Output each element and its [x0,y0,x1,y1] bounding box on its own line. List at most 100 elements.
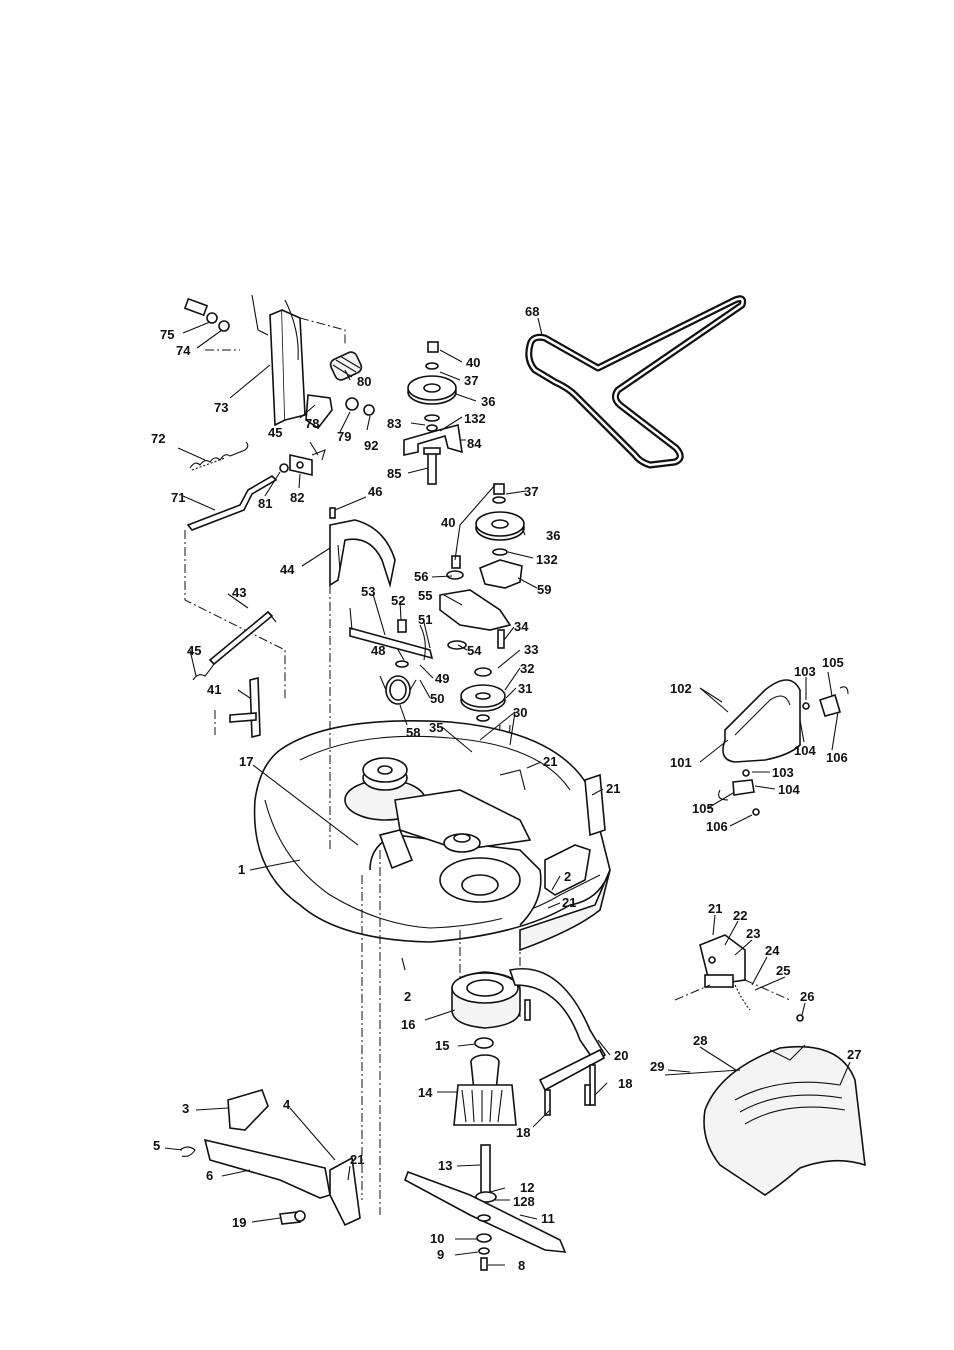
part-label: 104 [778,782,800,797]
part-label: 5 [153,1138,160,1153]
part-label: 32 [520,661,534,676]
part-label: 15 [435,1038,449,1053]
part-label: 12 [520,1180,534,1195]
part-label: 102 [670,681,692,696]
idler-pulley-stack-center [440,484,524,649]
part-label: 83 [387,416,401,431]
part-label: 49 [435,671,449,686]
part-label: 21 [606,781,620,796]
part-label: 37 [464,373,478,388]
part-label: 75 [160,327,174,342]
part-label: 81 [258,496,272,511]
baffle-20 [510,969,605,1115]
part-label: 82 [290,490,304,505]
part-label: 6 [206,1168,213,1183]
part-label: 45 [268,425,282,440]
part-label: 9 [437,1247,444,1262]
part-label: 45 [187,643,201,658]
part-label: 28 [693,1033,707,1048]
part-label: 35 [429,720,443,735]
mower-deck [255,585,610,1215]
part-label: 80 [357,374,371,389]
part-label: 21 [562,895,576,910]
part-label: 41 [207,682,221,697]
part-label: 58 [406,725,420,740]
part-label: 50 [430,691,444,706]
bracket-82 [280,450,325,475]
part-label: 34 [514,619,529,634]
part-label: 37 [524,484,538,499]
part-label: 1 [238,862,245,877]
part-label: 33 [524,642,538,657]
part-label: 84 [467,436,482,451]
part-label: 59 [537,582,551,597]
part-label: 25 [776,963,790,978]
part-label: 71 [171,490,185,505]
part-label: 20 [614,1048,628,1063]
part-label: 2 [404,989,411,1004]
part-label: 101 [670,755,692,770]
part-label: 24 [765,943,780,958]
part-label: 55 [418,588,432,603]
part-label: 128 [513,1194,535,1209]
part-label: 44 [280,562,295,577]
part-label: 51 [418,612,432,627]
part-label: 3 [182,1101,189,1116]
part-label: 14 [418,1085,433,1100]
part-label: 16 [401,1017,415,1032]
part-label: 31 [518,681,532,696]
part-label: 2 [564,869,571,884]
part-label: 92 [364,438,378,453]
belt-cover-44 [330,508,395,585]
part-label: 72 [151,431,165,446]
part-label: 21 [708,901,722,916]
part-label: 21 [350,1152,364,1167]
part-label: 26 [800,989,814,1004]
part-label: 8 [518,1258,525,1273]
part-label: 105 [692,801,714,816]
part-label: 74 [176,343,191,358]
drive-belt [529,299,743,465]
part-label: 29 [650,1059,664,1074]
part-label: 106 [706,819,728,834]
part-label: 40 [441,515,455,530]
part-label: 73 [214,400,228,415]
part-label: 79 [337,429,351,444]
part-label: 40 [466,355,480,370]
part-label: 105 [822,655,844,670]
part-label: 4 [283,1097,291,1112]
part-label: 17 [239,754,253,769]
part-label: 36 [546,528,560,543]
part-label: 13 [438,1158,452,1173]
part-label: 22 [733,908,747,923]
part-label: 52 [391,593,405,608]
spring-58 [380,676,416,704]
part-label: 36 [481,394,495,409]
part-label: 132 [536,552,558,567]
part-label: 46 [368,484,382,499]
part-label: 106 [826,750,848,765]
part-label: 56 [414,569,428,584]
part-label: 104 [794,743,816,758]
part-label: 132 [464,411,486,426]
label-belt: 68 [525,304,539,319]
part-label: 54 [467,643,482,658]
part-label: 103 [794,664,816,679]
part-label: 18 [618,1076,632,1091]
lift-link-43 [193,612,276,737]
part-label: 30 [513,705,527,720]
deflector-27 [665,935,865,1195]
part-label: 19 [232,1215,246,1230]
part-label: 43 [232,585,246,600]
idler-pulley-stack-top [404,342,462,484]
part-label: 48 [371,643,385,658]
part-label: 18 [516,1125,530,1140]
part-label: 78 [305,416,319,431]
part-label: 53 [361,584,375,599]
spring-72 [190,442,248,470]
part-label: 103 [772,765,794,780]
part-label: 27 [847,1047,861,1062]
part-label: 11 [541,1211,555,1226]
part-label: 10 [430,1231,444,1246]
